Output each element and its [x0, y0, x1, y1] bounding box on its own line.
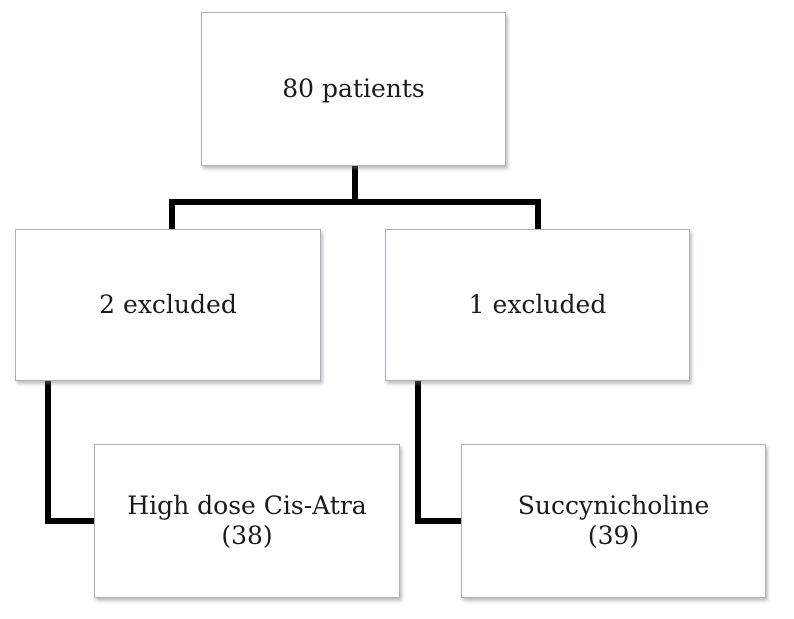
node-left-group-count: (38)	[221, 521, 273, 550]
node-left-excluded: 2 excluded	[15, 229, 321, 381]
node-right-group-count: (39)	[587, 521, 640, 550]
node-right-group-name: Succynicholine	[517, 491, 710, 520]
connector-right-elbow	[415, 381, 461, 524]
node-right-group: Succynicholine (39)	[461, 444, 766, 598]
node-left-excluded-label: 2 excluded	[99, 290, 237, 319]
node-right-excluded: 1 excluded	[385, 229, 690, 381]
node-root-patients: 80 patients	[201, 12, 506, 166]
node-left-group: High dose Cis-Atra (38)	[94, 444, 400, 598]
node-root-label: 80 patients	[282, 74, 425, 103]
node-left-group-name: High dose Cis-Atra	[127, 491, 367, 520]
connector-left-elbow	[45, 381, 94, 524]
node-right-excluded-label: 1 excluded	[468, 290, 607, 319]
